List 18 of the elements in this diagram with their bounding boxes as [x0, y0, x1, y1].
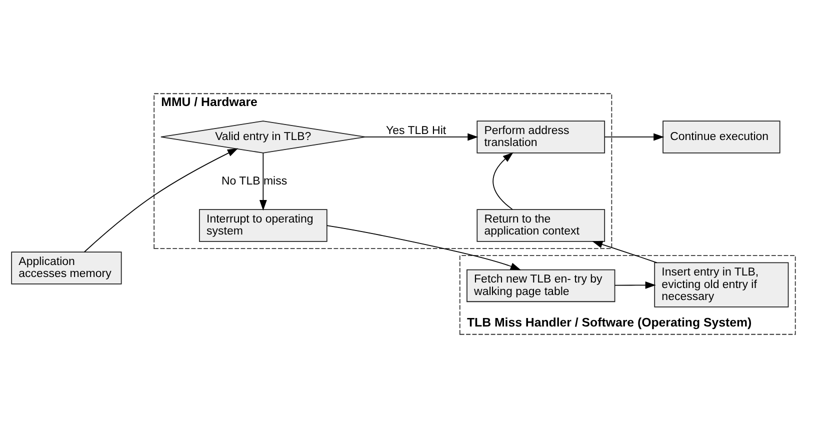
- arrow: [604, 132, 664, 140]
- edge-label: Yes TLB Hit: [386, 124, 446, 136]
- node-box: Perform address translation: [476, 120, 606, 153]
- arrow: [614, 280, 656, 288]
- arrow: [259, 152, 267, 210]
- node-box: Fetch new TLB en- try by walking page table: [466, 268, 616, 302]
- node-box: Return to the application context: [476, 208, 606, 242]
- node-box: Application accesses memory: [11, 251, 122, 284]
- node-box: Continue execution: [662, 120, 780, 153]
- arrow: [84, 148, 238, 252]
- node-box: Insert entry in TLB, evicting old entry if necessary: [654, 262, 789, 307]
- arrow: [326, 224, 522, 270]
- arrow: [592, 240, 658, 263]
- arrow: [492, 152, 514, 210]
- node-box: Interrupt to operating system: [199, 208, 328, 242]
- arrow: [364, 132, 478, 140]
- edge-label: No TLB miss: [222, 174, 288, 187]
- node-diamond: Valid entry in TLB?: [160, 120, 366, 153]
